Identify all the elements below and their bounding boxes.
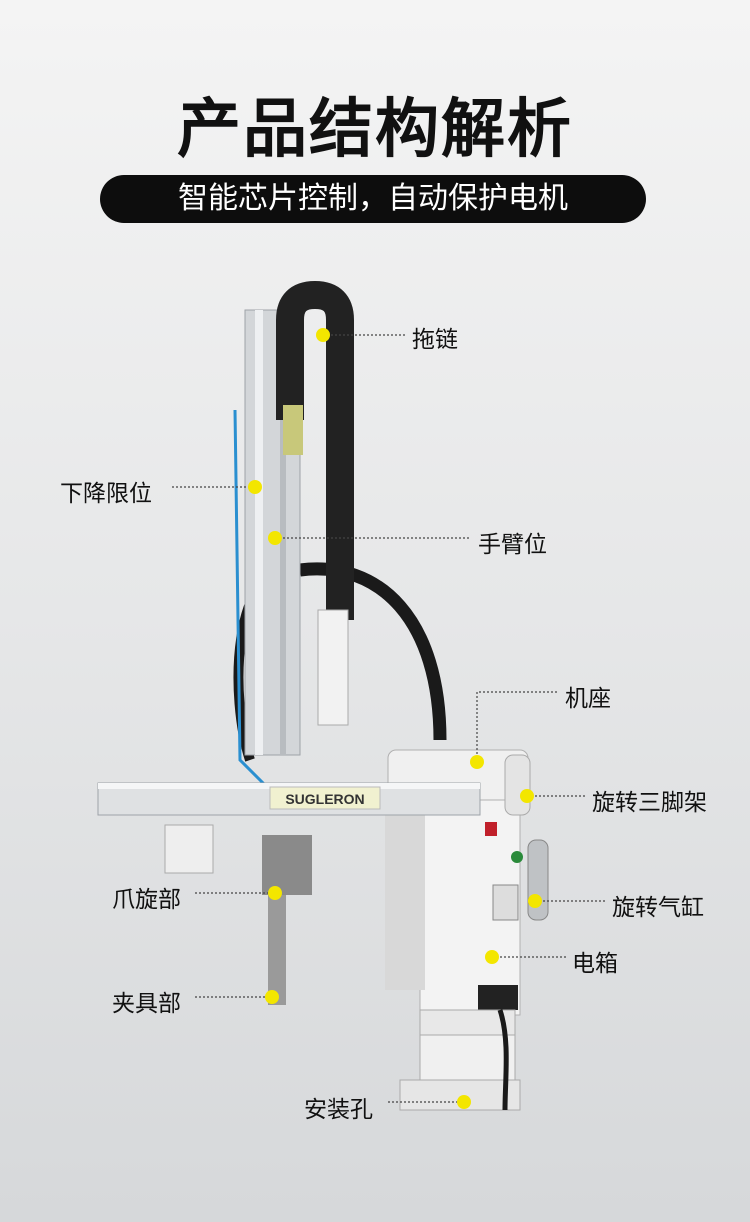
label-electric-box: 电箱 xyxy=(572,951,618,977)
label-base: 机座 xyxy=(565,686,611,712)
label-rotary-cylinder: 旋转气缸 xyxy=(612,895,704,921)
leader-lines xyxy=(172,334,606,1103)
marker-dot xyxy=(485,950,499,964)
marker-dot xyxy=(520,789,534,803)
blue-air-hose xyxy=(233,409,272,792)
marker-dot xyxy=(528,894,542,908)
marker-dot xyxy=(265,990,279,1004)
page-title: 产品结构解析 xyxy=(177,93,573,167)
claw-rotation xyxy=(262,835,312,895)
marker-dots xyxy=(248,328,542,1109)
rotary-cylinder xyxy=(527,839,549,921)
marker-dot xyxy=(470,755,484,769)
marker-dot xyxy=(316,328,330,342)
marker-dot xyxy=(268,531,282,545)
marker-dot xyxy=(268,886,282,900)
label-claw-rotation: 爪旋部 xyxy=(112,887,181,913)
subtitle-banner: 智能芯片控制，自动保护电机 xyxy=(100,175,646,223)
brand-label: SUGLERON xyxy=(285,791,364,807)
marker-dot xyxy=(457,1095,471,1109)
label-drag-chain: 拖链 xyxy=(412,327,458,353)
label-fixture: 夹具部 xyxy=(112,991,181,1017)
marker-dot xyxy=(248,480,262,494)
label-rotating-tripod: 旋转三脚架 xyxy=(592,790,707,816)
fixture-gripper xyxy=(268,895,286,1005)
label-mounting-hole: 安装孔 xyxy=(304,1097,373,1123)
drag-chain xyxy=(276,280,354,620)
label-descent-limit: 下降限位 xyxy=(60,481,152,507)
label-arm-position: 手臂位 xyxy=(478,532,547,558)
